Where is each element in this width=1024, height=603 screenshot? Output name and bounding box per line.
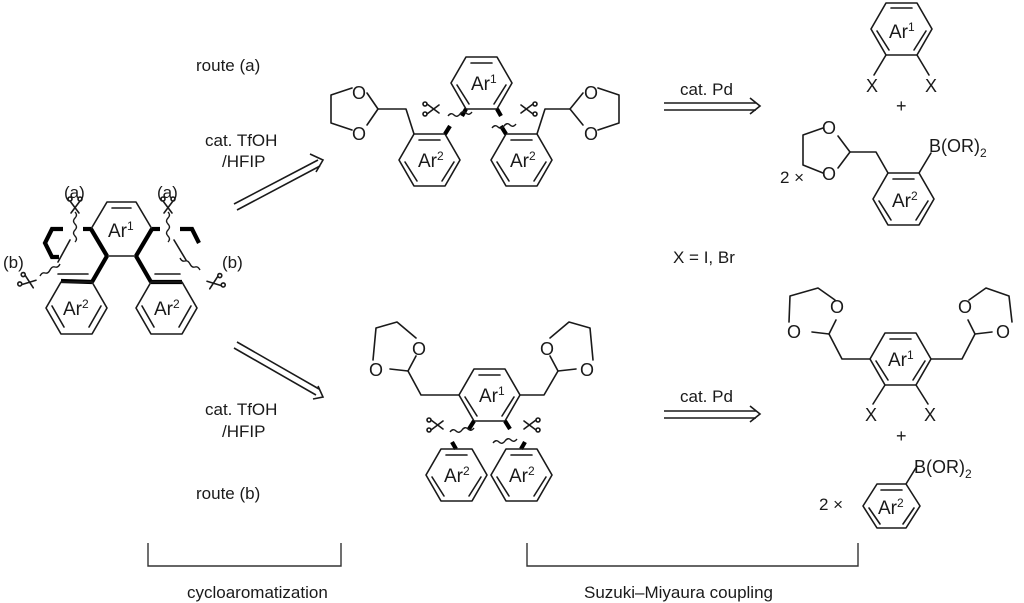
bracket-label-cycloaromatization: cycloaromatization xyxy=(187,583,328,602)
retro-arrow-a1 xyxy=(233,153,325,211)
precursors-b: Ar1 X X + O O O O 2 × Ar2 B(OR)2 xyxy=(787,287,1013,529)
cut-line-b-left xyxy=(39,263,61,277)
plus-sign: + xyxy=(896,426,907,446)
route-a-reagent-1: cat. TfOH xyxy=(205,131,277,150)
ring-label-ar2-left: Ar2 xyxy=(418,149,444,172)
scissors-icon xyxy=(205,272,227,293)
target-molecule: Ar1 Ar2 Ar2 (a) xyxy=(3,183,243,335)
scissors-icon xyxy=(16,271,38,292)
route-b-pd-reagent: cat. Pd xyxy=(680,387,733,406)
ring-label-ar2-left: Ar2 xyxy=(63,297,89,320)
ring-label-ar1: Ar1 xyxy=(888,348,914,371)
route-a-pd-reagent: cat. Pd xyxy=(680,80,733,99)
ring-label-ar1: Ar1 xyxy=(108,219,134,242)
route-a-reagent-2: /HFIP xyxy=(222,152,265,171)
ring-label-ar1: Ar1 xyxy=(471,72,497,95)
scissors-icon xyxy=(422,101,440,117)
ring-label-ar2-right: Ar2 xyxy=(154,297,180,320)
halogen-x: X xyxy=(865,405,877,425)
route-b-label: route (b) xyxy=(196,484,260,503)
halogen-note: X = I, Br xyxy=(673,248,735,267)
halogen-x: X xyxy=(924,405,936,425)
ring-label-ar1: Ar1 xyxy=(479,384,505,407)
oxygen-label: O xyxy=(787,322,801,342)
ring-label-ar1: Ar1 xyxy=(889,20,915,43)
ring-label-ar2: Ar2 xyxy=(892,189,918,212)
cut-line-a-right xyxy=(165,211,171,243)
label-b-left: (b) xyxy=(3,253,24,272)
scissors-icon xyxy=(520,101,538,117)
ring-label-ar2-right: Ar2 xyxy=(509,464,535,487)
multiplier: 2 × xyxy=(780,168,804,187)
bracket-cycloaromatization xyxy=(147,543,342,567)
retro-arrow-b1 xyxy=(233,341,325,400)
label-a-right: (a) xyxy=(157,183,178,202)
oxygen-label: O xyxy=(540,339,554,359)
cut-line-b-right xyxy=(179,257,201,271)
oxygen-label: O xyxy=(830,297,844,317)
ring-label-ar2-left: Ar2 xyxy=(444,464,470,487)
ring-label-ar2: Ar2 xyxy=(878,496,904,519)
oxygen-label: O xyxy=(996,322,1010,342)
route-b-reagent-2: /HFIP xyxy=(222,422,265,441)
oxygen-label: O xyxy=(822,118,836,138)
bracket-label-suzuki: Suzuki–Miyaura coupling xyxy=(584,583,773,602)
route-a-label: route (a) xyxy=(196,56,260,75)
route-b-reagent-1: cat. TfOH xyxy=(205,400,277,419)
oxygen-label: O xyxy=(584,83,598,103)
halogen-x: X xyxy=(866,76,878,96)
oxygen-label: O xyxy=(580,360,594,380)
boronate-group: B(OR)2 xyxy=(929,136,987,160)
label-b-right: (b) xyxy=(222,253,243,272)
scissors-icon xyxy=(426,417,444,433)
retro-arrow-a2 xyxy=(664,97,762,115)
oxygen-label: O xyxy=(352,83,366,103)
oxygen-label: O xyxy=(822,164,836,184)
halogen-x: X xyxy=(925,76,937,96)
oxygen-label: O xyxy=(369,360,383,380)
multiplier: 2 × xyxy=(819,495,843,514)
intermediate-b: Ar1 O O O O Ar2 Ar2 xyxy=(369,321,594,502)
cut-line-a-left xyxy=(72,211,78,243)
boronate-group: B(OR)2 xyxy=(914,457,972,481)
oxygen-label: O xyxy=(412,339,426,359)
label-a-left: (a) xyxy=(64,183,85,202)
bracket-suzuki xyxy=(526,543,859,567)
precursors-a: Ar1 X X + 2 × O O Ar2 B(OR)2 xyxy=(780,2,987,226)
retro-arrow-b2 xyxy=(664,405,762,423)
oxygen-label: O xyxy=(584,124,598,144)
scissors-icon xyxy=(523,417,541,433)
oxygen-label: O xyxy=(352,124,366,144)
oxygen-label: O xyxy=(958,297,972,317)
plus-sign: + xyxy=(896,96,907,116)
intermediate-a: Ar1 Ar2 Ar2 O O O O xyxy=(330,56,620,187)
ring-label-ar2-right: Ar2 xyxy=(510,149,536,172)
